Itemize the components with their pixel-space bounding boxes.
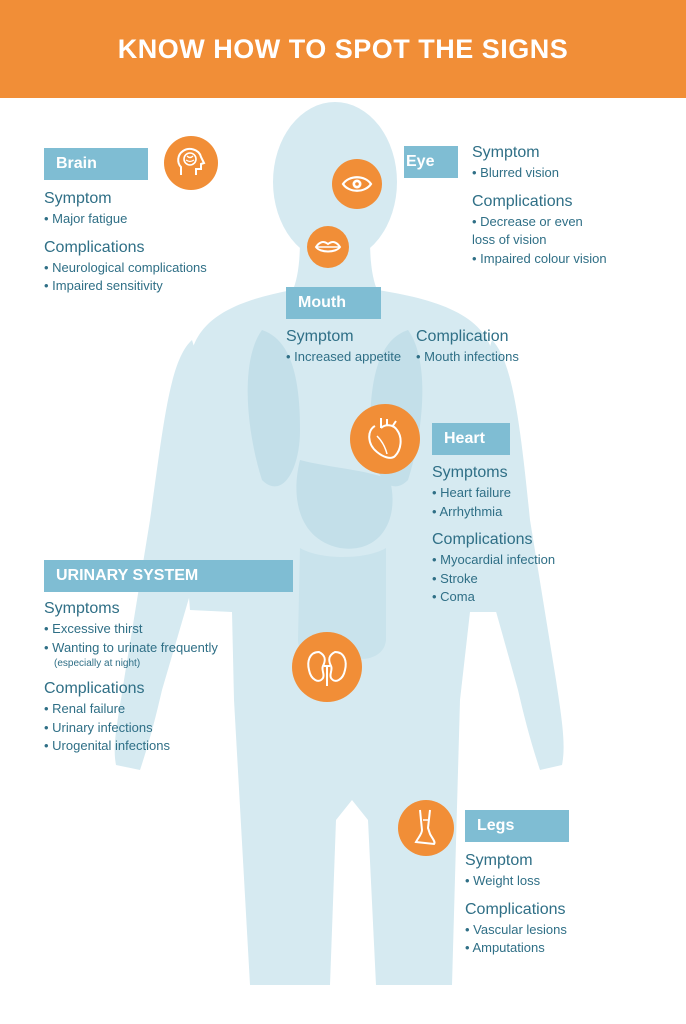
list-item: loss of vision bbox=[472, 232, 547, 247]
header-banner: KNOW HOW TO SPOT THE SIGNS bbox=[0, 0, 686, 98]
eye-complications-heading: Complications bbox=[472, 192, 573, 210]
list-item: • Renal failure bbox=[44, 701, 126, 716]
urinary-complications-heading: Complications bbox=[44, 680, 145, 697]
mouth-symptom: Symptom • Increased appetite bbox=[286, 328, 401, 367]
legs-label: Legs bbox=[477, 817, 515, 834]
list-item: • Myocardial infection bbox=[432, 552, 556, 567]
legs-complications-heading: Complications bbox=[465, 900, 566, 918]
urinary-label: URINARY SYSTEM bbox=[56, 567, 199, 584]
brain-symptom-heading: Symptom bbox=[44, 190, 112, 207]
eye-tag: Eye bbox=[404, 146, 458, 178]
kidneys-icon bbox=[292, 632, 362, 702]
urinary-details: Symptoms • Excessive thirst • Wanting to… bbox=[44, 600, 218, 756]
list-item: • Vascular lesions bbox=[465, 921, 567, 937]
urinary-symptom-heading: Symptoms bbox=[44, 600, 120, 617]
mouth-complications-heading: Complication bbox=[416, 328, 509, 345]
eye-symptom-heading: Symptom bbox=[472, 144, 540, 161]
legs-tag: Legs bbox=[465, 810, 569, 842]
mouth-tag: Mouth bbox=[286, 287, 381, 319]
list-item: • Impaired colour vision bbox=[472, 250, 607, 266]
legs-symptom-heading: Symptom bbox=[465, 852, 533, 869]
list-item: • Blurred vision bbox=[472, 165, 559, 180]
list-item: • Urinary infections bbox=[44, 719, 153, 735]
list-item: • Coma bbox=[432, 589, 475, 604]
brain-icon bbox=[164, 136, 218, 190]
heart-complications-heading: Complications bbox=[432, 531, 533, 548]
heart-symptom-heading: Symptoms bbox=[432, 464, 508, 481]
heart-icon bbox=[350, 404, 420, 474]
list-item: • Major fatigue bbox=[44, 211, 128, 226]
legs-details: Symptom • Weight loss Complications • Va… bbox=[465, 852, 567, 958]
urinary-symptom-note: (especially at night) bbox=[54, 658, 141, 669]
list-item: • Urogenital infections bbox=[44, 738, 170, 753]
mouth-label: Mouth bbox=[298, 294, 346, 311]
heart-tag: Heart bbox=[432, 423, 510, 455]
heart-details: Symptoms • Heart failure • Arrhythmia Co… bbox=[432, 464, 555, 607]
brain-complications-heading: Complications bbox=[44, 238, 145, 256]
list-item: • Decrease or even bbox=[472, 213, 583, 229]
lips-icon bbox=[307, 226, 349, 268]
list-item: • Impaired sensitivity bbox=[44, 278, 163, 293]
list-item: • Mouth infections bbox=[416, 349, 519, 364]
list-item: • Heart failure bbox=[432, 485, 511, 500]
list-item: • Neurological complications bbox=[44, 259, 207, 275]
list-item: • Increased appetite bbox=[286, 349, 402, 364]
urinary-tag: URINARY SYSTEM bbox=[44, 560, 293, 592]
heart-label: Heart bbox=[444, 430, 485, 447]
eye-icon bbox=[332, 159, 382, 209]
mouth-symptom-heading: Symptom bbox=[286, 328, 354, 345]
brain-label: Brain bbox=[56, 155, 97, 172]
leg-icon bbox=[398, 800, 454, 856]
list-item: • Wanting to urinate frequently bbox=[44, 639, 218, 655]
list-item: • Excessive thirst bbox=[44, 621, 143, 636]
brain-details: Symptom • Major fatigue Complications • … bbox=[44, 190, 207, 296]
eye-label: Eye bbox=[406, 153, 435, 170]
list-item: • Weight loss bbox=[465, 873, 541, 888]
brain-tag: Brain bbox=[44, 148, 148, 180]
list-item: • Stroke bbox=[432, 570, 478, 586]
list-item: • Arrhythmia bbox=[432, 503, 503, 519]
eye-details: Symptom • Blurred vision Complications •… bbox=[472, 144, 607, 268]
mouth-complication: Complication • Mouth infections bbox=[416, 328, 519, 367]
page-title: KNOW HOW TO SPOT THE SIGNS bbox=[117, 33, 569, 64]
list-item: • Amputations bbox=[465, 940, 545, 955]
